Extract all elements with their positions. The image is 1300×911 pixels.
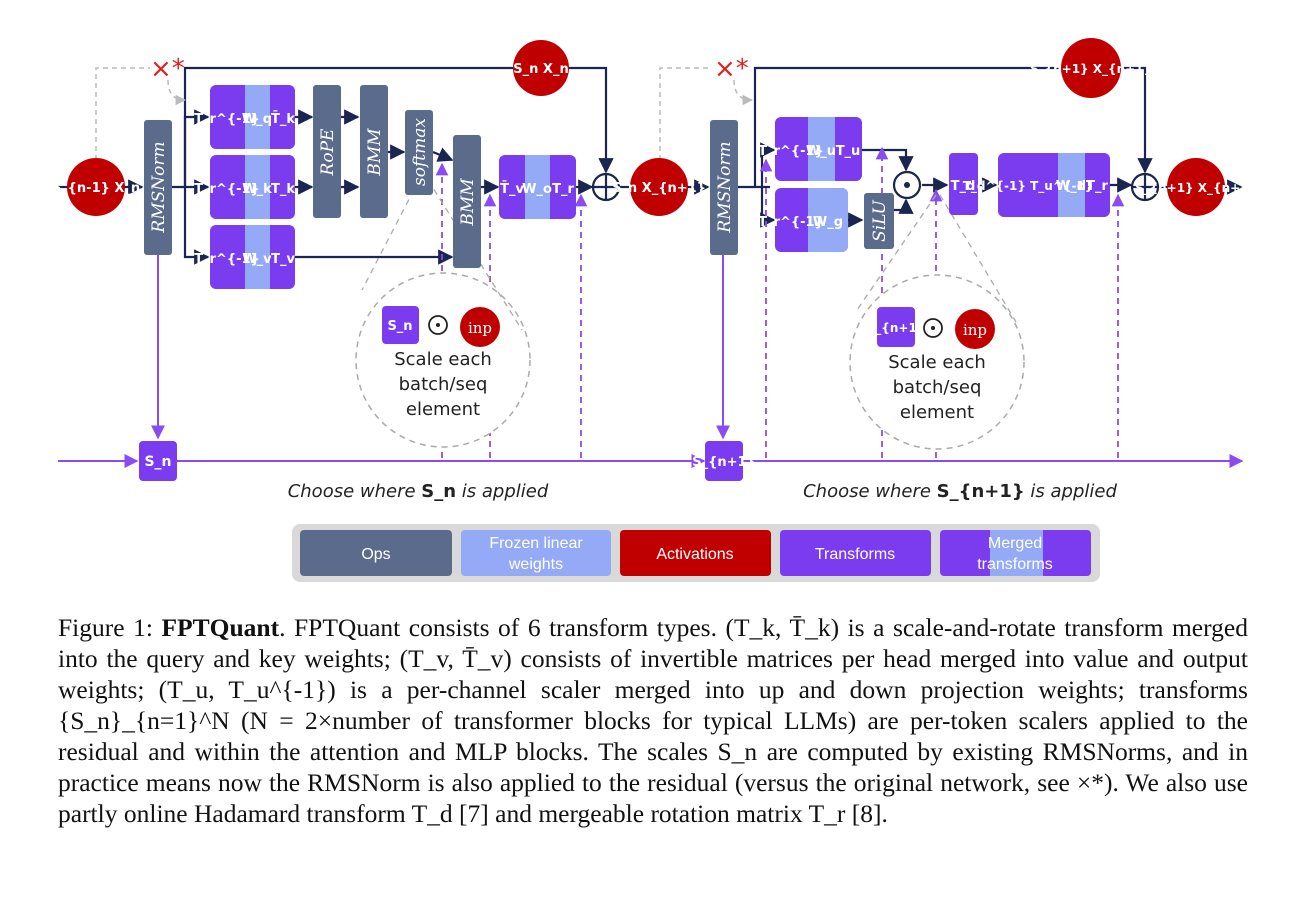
silu-op: SiLU	[864, 193, 894, 249]
rmsnorm-right: RMSNorm	[710, 120, 738, 255]
bmm-op-2: BMM	[453, 135, 481, 268]
svg-text:Transforms: Transforms	[815, 546, 895, 563]
svg-text:W_k: W_k	[242, 182, 272, 197]
svg-text:W_u: W_u	[806, 144, 836, 159]
residual-add-left	[591, 172, 621, 202]
svg-text:S_{n+1} X_{n+2}: S_{n+1} X_{n+2}	[1135, 181, 1257, 196]
left-popup: S_n inp Scale each batch/seq element	[382, 306, 500, 420]
svg-text:inp: inp	[963, 321, 987, 339]
legend-ops: Ops	[300, 530, 452, 576]
cross-mark-right: ×*	[714, 54, 749, 84]
legend-activations: Activations	[620, 530, 771, 576]
left-input-node: S_{n-1} X_n	[52, 158, 140, 216]
svg-text:T_d: T_d	[951, 179, 976, 194]
svg-text:T_d^{-1} T_u^{-1}: T_d^{-1} T_u^{-1}	[963, 179, 1094, 194]
legend: Ops Frozen linear weights Activations Tr…	[292, 524, 1100, 582]
svg-text:S_n: S_n	[387, 319, 412, 334]
v-projection-block: T_r^{-1} W_v T_v	[194, 225, 295, 289]
svg-text:Ops: Ops	[361, 546, 390, 563]
bmm-op-1: BMM	[360, 85, 388, 218]
legend-frozen-weights: Frozen linear weights	[461, 530, 611, 576]
right-scale-node: S_{n+1}	[692, 441, 756, 481]
svg-text:element: element	[900, 402, 974, 423]
residual-add-right	[1130, 172, 1160, 202]
rope-op: RoPE	[313, 85, 341, 218]
caption-title: FPTQuant	[161, 613, 280, 642]
left-bottom-caption: Choose where S_n is applied	[288, 481, 549, 502]
caption-body: . FPTQuant consists of 6 transform types…	[58, 613, 1248, 828]
rmsnorm-left: RMSNorm	[144, 120, 172, 255]
hadamard-td-block: T_d	[949, 153, 978, 215]
right-output-node: S_{n+1} X_{n+2}	[1135, 158, 1257, 216]
fptquant-diagram: S_{n-1} X_n ×* RMSNorm S_n X_n T_r^{-1} …	[52, 38, 1257, 582]
legend-transforms: Transforms	[780, 530, 931, 576]
caption-prefix: Figure 1:	[58, 613, 162, 642]
up-projection-block: T_r^{-1} W_u T_u	[758, 117, 862, 181]
svg-text:T_r: T_r	[1086, 179, 1108, 194]
svg-text:RMSNorm: RMSNorm	[715, 141, 735, 233]
svg-text:BMM: BMM	[365, 128, 385, 177]
left-skip-node: S_n X_n	[513, 40, 569, 96]
right-skip-node: S_{n+1} X_{n+1}	[1030, 38, 1152, 98]
svg-text:BMM: BMM	[458, 178, 478, 227]
svg-text:W_g: W_g	[813, 215, 843, 230]
svg-text:W_o: W_o	[522, 182, 552, 197]
svg-text:W_q: W_q	[242, 112, 272, 127]
svg-text:S_n X_{n+1}: S_n X_{n+1}	[612, 181, 706, 196]
svg-text:S_{n-1} X_n: S_{n-1} X_n	[52, 181, 140, 196]
svg-text:Merged: Merged	[988, 535, 1042, 552]
svg-text:T_r^{-1}: T_r^{-1}	[758, 215, 824, 230]
right-popup: S_{n+1} inp Scale each batch/seq element	[867, 307, 995, 423]
svg-text:T_r^{-1}: T_r^{-1}	[758, 144, 824, 159]
svg-text:Scale each: Scale each	[888, 352, 986, 373]
left-scale-node: S_n	[139, 441, 177, 481]
svg-text:S_n: S_n	[144, 454, 171, 470]
svg-text:Frozen linear: Frozen linear	[489, 535, 583, 552]
svg-text:S_{n+1} X_{n+1}: S_{n+1} X_{n+1}	[1030, 62, 1152, 77]
svg-text:T̄_v: T̄_v	[500, 181, 524, 197]
figure-caption: Figure 1: FPTQuant. FPTQuant consists of…	[58, 612, 1248, 829]
svg-text:T_r^{-1}: T_r^{-1}	[194, 112, 260, 127]
svg-text:RoPE: RoPE	[318, 128, 338, 176]
o-projection-block: T̄_v W_o T_r	[499, 155, 576, 219]
svg-text:inp: inp	[468, 319, 492, 337]
svg-text:softmax: softmax	[410, 118, 430, 186]
svg-text:W_d: W_d	[1056, 179, 1086, 194]
svg-text:S_n X_n: S_n X_n	[513, 62, 568, 77]
svg-text:T̄_k: T̄_k	[271, 111, 295, 127]
svg-text:weights: weights	[508, 556, 563, 573]
legend-merged-transforms: Merged transforms	[940, 530, 1091, 576]
svg-text:S_{n+1}: S_{n+1}	[692, 455, 756, 470]
svg-text:Scale each: Scale each	[394, 349, 492, 370]
left-output-node: S_n X_{n+1}	[612, 158, 706, 216]
svg-text:T_r^{-1}: T_r^{-1}	[194, 252, 260, 267]
softmax-op: softmax	[405, 110, 433, 195]
gate-projection-block: T_r^{-1} W_g	[758, 188, 848, 252]
svg-text:element: element	[406, 399, 480, 420]
svg-text:S_{n+1}: S_{n+1}	[867, 321, 926, 336]
svg-text:T_v: T_v	[271, 252, 295, 267]
svg-text:SiLU: SiLU	[870, 199, 890, 241]
down-projection-block: T_d^{-1} T_u^{-1} W_d T_r	[963, 153, 1110, 217]
svg-text:transforms: transforms	[977, 556, 1053, 573]
cross-mark-left: ×*	[150, 54, 185, 84]
right-bottom-caption: Choose where S_{n+1} is applied	[803, 481, 1117, 502]
svg-text:RMSNorm: RMSNorm	[149, 141, 169, 233]
svg-text:W_v: W_v	[242, 252, 272, 267]
k-projection-block: T_r^{-1} W_k T_k	[194, 155, 295, 219]
svg-text:T_k: T_k	[271, 182, 295, 197]
svg-text:T_u: T_u	[836, 144, 861, 159]
svg-text:T_r: T_r	[552, 182, 574, 197]
q-projection-block: T_r^{-1} W_q T̄_k	[194, 85, 295, 149]
svg-text:T_r^{-1}: T_r^{-1}	[194, 182, 260, 197]
svg-text:batch/seq: batch/seq	[399, 374, 488, 395]
svg-text:batch/seq: batch/seq	[893, 377, 982, 398]
svg-text:Activations: Activations	[656, 546, 733, 563]
elementwise-multiply	[892, 170, 922, 200]
